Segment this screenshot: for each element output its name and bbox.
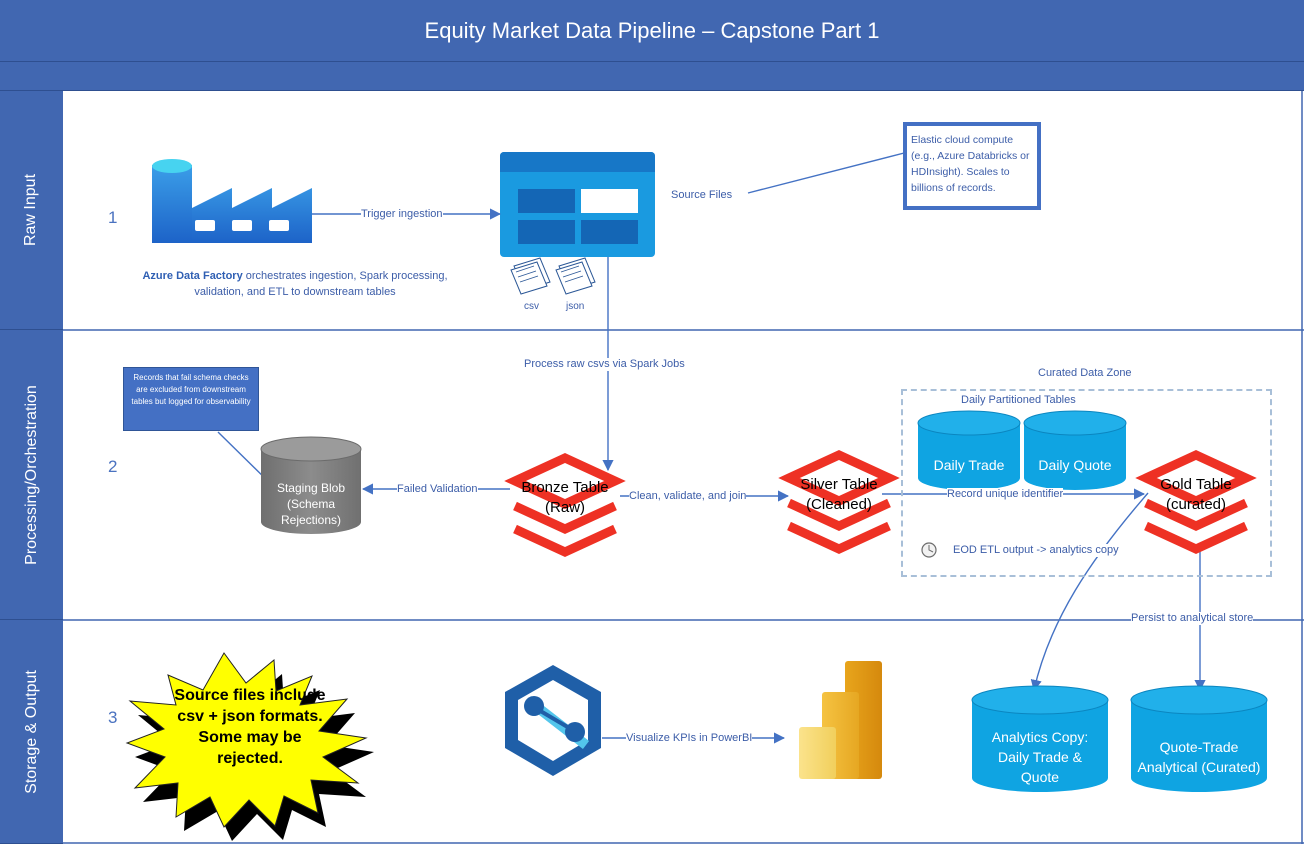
lane-label-storage: Storage & Output xyxy=(0,620,63,844)
visualize-kpis-label: Visualize KPIs in PowerBI xyxy=(626,732,753,745)
daily-partitioned-label: Daily Partitioned Tables xyxy=(961,394,1076,406)
starburst-text: Source files include csv + json formats.… xyxy=(174,687,326,767)
adf-caption: Azure Data Factory orchestrates ingestio… xyxy=(142,270,448,298)
gold-table-label: Gold Table(curated) xyxy=(1160,476,1232,513)
analytics-copy-cylinder xyxy=(971,685,1109,792)
failed-validation-label: Failed Validation xyxy=(397,483,478,496)
connector-source-files xyxy=(747,151,909,194)
rejection-note: Records that fail schema checks are excl… xyxy=(123,367,259,431)
csv-file-icon xyxy=(510,257,551,295)
quote-trade-label: Quote-Trade Analytical (Curated) xyxy=(1137,739,1261,775)
eod-etl-label: EOD ETL output -> analytics copy xyxy=(953,544,1119,557)
source-files-label: Source Files xyxy=(671,189,733,202)
clock-icon xyxy=(921,542,937,558)
factory-icon xyxy=(152,159,312,243)
spark-jobs-label: Process raw csvs via Spark Jobs xyxy=(524,358,685,371)
json-file-icon xyxy=(555,257,596,295)
analytics-copy-label: Analytics Copy: Daily Trade & Quote xyxy=(991,729,1089,785)
quote-trade-cylinder xyxy=(1130,685,1268,792)
lane-number-1: 1 xyxy=(108,208,118,227)
daily-trade-cylinder xyxy=(917,410,1021,490)
header-band xyxy=(0,61,1304,91)
lane-number-3: 3 xyxy=(108,708,118,727)
connector-eod xyxy=(1030,492,1149,692)
lane-dividers xyxy=(63,91,1304,844)
lane-number-2: 2 xyxy=(108,457,118,476)
daily-quote-cylinder xyxy=(1023,410,1127,490)
storage-account-icon xyxy=(500,152,655,257)
staging-blob-label: Staging Blob (Schema Rejections) xyxy=(276,481,346,527)
csv-label: csv xyxy=(524,301,539,312)
json-label: json xyxy=(566,301,585,312)
gold-table-icon xyxy=(1135,450,1257,554)
silver-table-label: Silver Table(Cleaned) xyxy=(800,476,878,513)
synapse-icon xyxy=(505,665,601,776)
lane-label-processing: Processing/Orchestration xyxy=(0,330,63,620)
curated-zone-label: Curated Data Zone xyxy=(1038,367,1132,379)
clean-validate-join-label: Clean, validate, and join xyxy=(629,490,747,503)
staging-blob-cylinder xyxy=(260,436,362,534)
starburst-callout xyxy=(125,652,374,841)
curated-zone-frame xyxy=(901,389,1272,577)
trigger-ingestion-label: Trigger ingestion xyxy=(361,208,443,221)
bronze-table-icon xyxy=(504,453,626,557)
diagram-title: Equity Market Data Pipeline – Capstone P… xyxy=(0,0,1304,61)
bronze-table-label: Bronze Table(Raw) xyxy=(521,479,609,516)
record-identifier-label: Record unique identifier xyxy=(947,488,1064,501)
silver-table-icon xyxy=(778,450,900,554)
compute-note: Elastic cloud compute (e.g., Azure Datab… xyxy=(903,122,1041,210)
powerbi-icon xyxy=(799,661,882,779)
daily-quote-label: Daily Quote xyxy=(1038,457,1112,473)
persist-label: Persist to analytical store xyxy=(1131,612,1254,625)
daily-trade-label: Daily Trade xyxy=(933,457,1005,473)
lane-label-raw-input: Raw Input xyxy=(0,91,63,330)
